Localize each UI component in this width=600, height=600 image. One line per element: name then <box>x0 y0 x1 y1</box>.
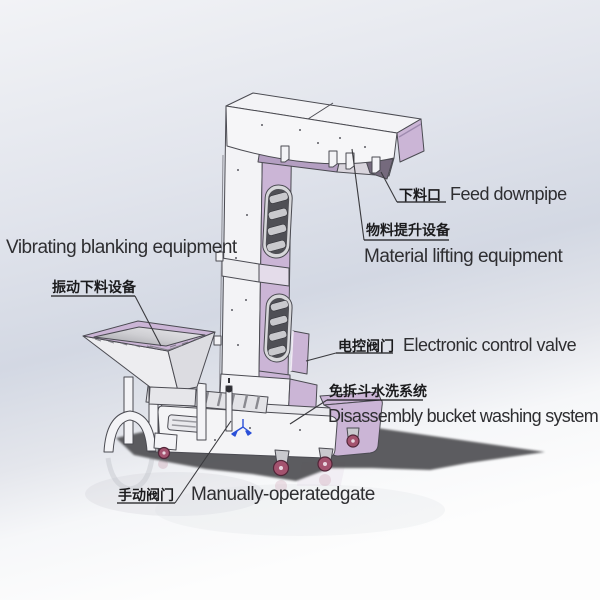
arch-leg <box>103 410 157 453</box>
label-manual-gate: 手动阀门 Manually-operatedgate <box>118 484 375 506</box>
caster-foot <box>153 432 178 451</box>
label-washing-system-zh: 免拆斗水洗系统 <box>329 383 427 399</box>
caster-wheel <box>317 447 334 472</box>
label-vibrating-blanking-en: Vibrating blanking equipment <box>6 237 237 258</box>
floor-reflection <box>85 457 445 536</box>
label-washing-system-en: Disassembly bucket washing system <box>328 406 599 426</box>
label-feed-downpipe-zh: 下料口 <box>399 187 441 203</box>
bucket-window-lower <box>263 293 293 363</box>
origin-marker <box>231 419 252 437</box>
hopper-throat <box>148 386 197 407</box>
annotation-lines <box>51 148 449 504</box>
leader-line-feed-downpipe <box>380 171 398 203</box>
leader-line-washing-system <box>289 399 328 425</box>
label-manual-gate-en: Manually-operatedgate <box>191 484 375 505</box>
label-manual-gate-zh: 手动阀门 <box>118 487 174 503</box>
leader-line-material-lifting <box>351 148 365 241</box>
arm-hooks <box>280 145 381 174</box>
label-vibrating-blanking-zh: 振动下料设备 <box>52 279 136 295</box>
cart-vent <box>167 414 201 433</box>
label-material-lifting-zh: 物料提升设备 <box>366 222 450 238</box>
manual-valve-pipe <box>225 378 233 432</box>
label-control-valve-zh: 电控阀门 <box>338 338 394 354</box>
label-feed-downpipe-en: Feed downpipe <box>450 184 567 204</box>
label-feed-downpipe: 下料口 Feed downpipe <box>399 184 567 205</box>
leader-line-manual-gate <box>174 420 232 504</box>
caster-wheel <box>272 449 290 477</box>
elevator-arm <box>225 92 425 180</box>
control-valve-box <box>290 330 310 375</box>
label-material-lifting-en: Material lifting equipment <box>364 246 563 267</box>
label-control-valve-en: Electronic control valve <box>403 335 577 355</box>
hopper <box>82 320 216 407</box>
label-control-valve: 电控阀门 Electronic control valve <box>338 335 577 356</box>
leader-line-vibrating-blanking <box>134 295 162 347</box>
caster-wheels <box>272 427 360 477</box>
caster-wheel <box>346 427 360 448</box>
bucket-window-upper <box>262 184 293 259</box>
leader-line-control-valve <box>305 352 337 362</box>
